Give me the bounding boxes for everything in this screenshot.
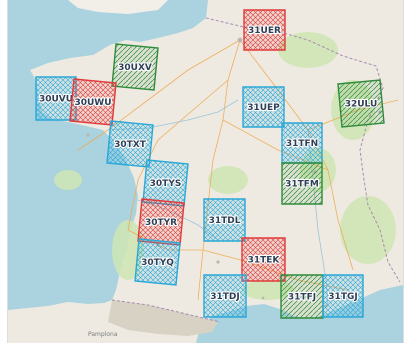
tile-label: 30UXV [118, 63, 152, 73]
tile-label: 30UVU [39, 95, 73, 105]
tile-31tgj[interactable]: 31TGJ [322, 274, 364, 318]
tile-30tys[interactable]: 30TYS [142, 159, 189, 207]
tile-31tek[interactable]: 31TEK [241, 237, 286, 282]
tile-30uvu[interactable]: 30UVU [35, 76, 77, 121]
tile-label: 31UER [248, 26, 281, 36]
tile-label: 32ULU [345, 100, 378, 110]
tile-30txt[interactable]: 30TXT [106, 120, 154, 168]
tile-label: 30TYQ [141, 258, 174, 268]
tile-label: 31TFM [285, 180, 319, 190]
tile-footprint[interactable] [203, 274, 247, 318]
tile-footprint[interactable] [337, 79, 385, 128]
tile-31tfj[interactable]: 31TFJ [280, 274, 324, 319]
tile-label: 30TXT [114, 140, 147, 150]
tile-31uep[interactable]: 31UEP [242, 86, 285, 128]
english-channel [8, 0, 208, 70]
tile-30tyr[interactable]: 30TYR [137, 198, 185, 246]
tile-label: 31TGJ [328, 292, 357, 302]
map-canvas[interactable]: Pamplona 31UER30UXV30UVU30UWU32ULU31UEP3… [8, 0, 403, 343]
tile-label: 31TFJ [288, 293, 316, 303]
tile-label: 31TDJ [210, 292, 239, 302]
place-label-pamplona: Pamplona [88, 331, 118, 338]
tile-31tdl[interactable]: 31TDL [203, 198, 246, 242]
tile-label: 31TDL [209, 216, 241, 226]
tile-31tdj[interactable]: 31TDJ [203, 274, 247, 318]
tile-32ulu[interactable]: 32ULU [337, 79, 385, 128]
tile-footprint[interactable] [322, 274, 364, 318]
tile-31tfn[interactable]: 31TFN [281, 122, 323, 164]
tile-footprint[interactable] [281, 162, 323, 205]
tile-footprint[interactable] [111, 43, 159, 91]
tile-footprint[interactable] [134, 238, 181, 286]
tile-30uwu[interactable]: 30UWU [69, 78, 117, 126]
tile-30uxv[interactable]: 30UXV [111, 43, 159, 91]
tile-label: 31UEP [247, 103, 280, 113]
tile-label: 30TYS [150, 179, 182, 189]
tile-footprint[interactable] [243, 9, 286, 51]
bay-of-biscay [8, 300, 112, 310]
tile-31uer[interactable]: 31UER [243, 9, 286, 51]
tile-label: 30UWU [74, 98, 111, 108]
tile-label: 30TYR [145, 218, 177, 228]
country-border [111, 17, 401, 323]
pyrenees-range [108, 300, 218, 336]
tile-label: 31TEK [248, 256, 281, 266]
uk-coast [68, 0, 168, 14]
mediterranean-sea [196, 285, 403, 343]
tile-31tfm[interactable]: 31TFM [281, 162, 323, 205]
tile-30tyq[interactable]: 30TYQ [134, 238, 181, 286]
tile-footprint[interactable] [280, 274, 324, 319]
tile-label: 31TFN [286, 139, 318, 149]
